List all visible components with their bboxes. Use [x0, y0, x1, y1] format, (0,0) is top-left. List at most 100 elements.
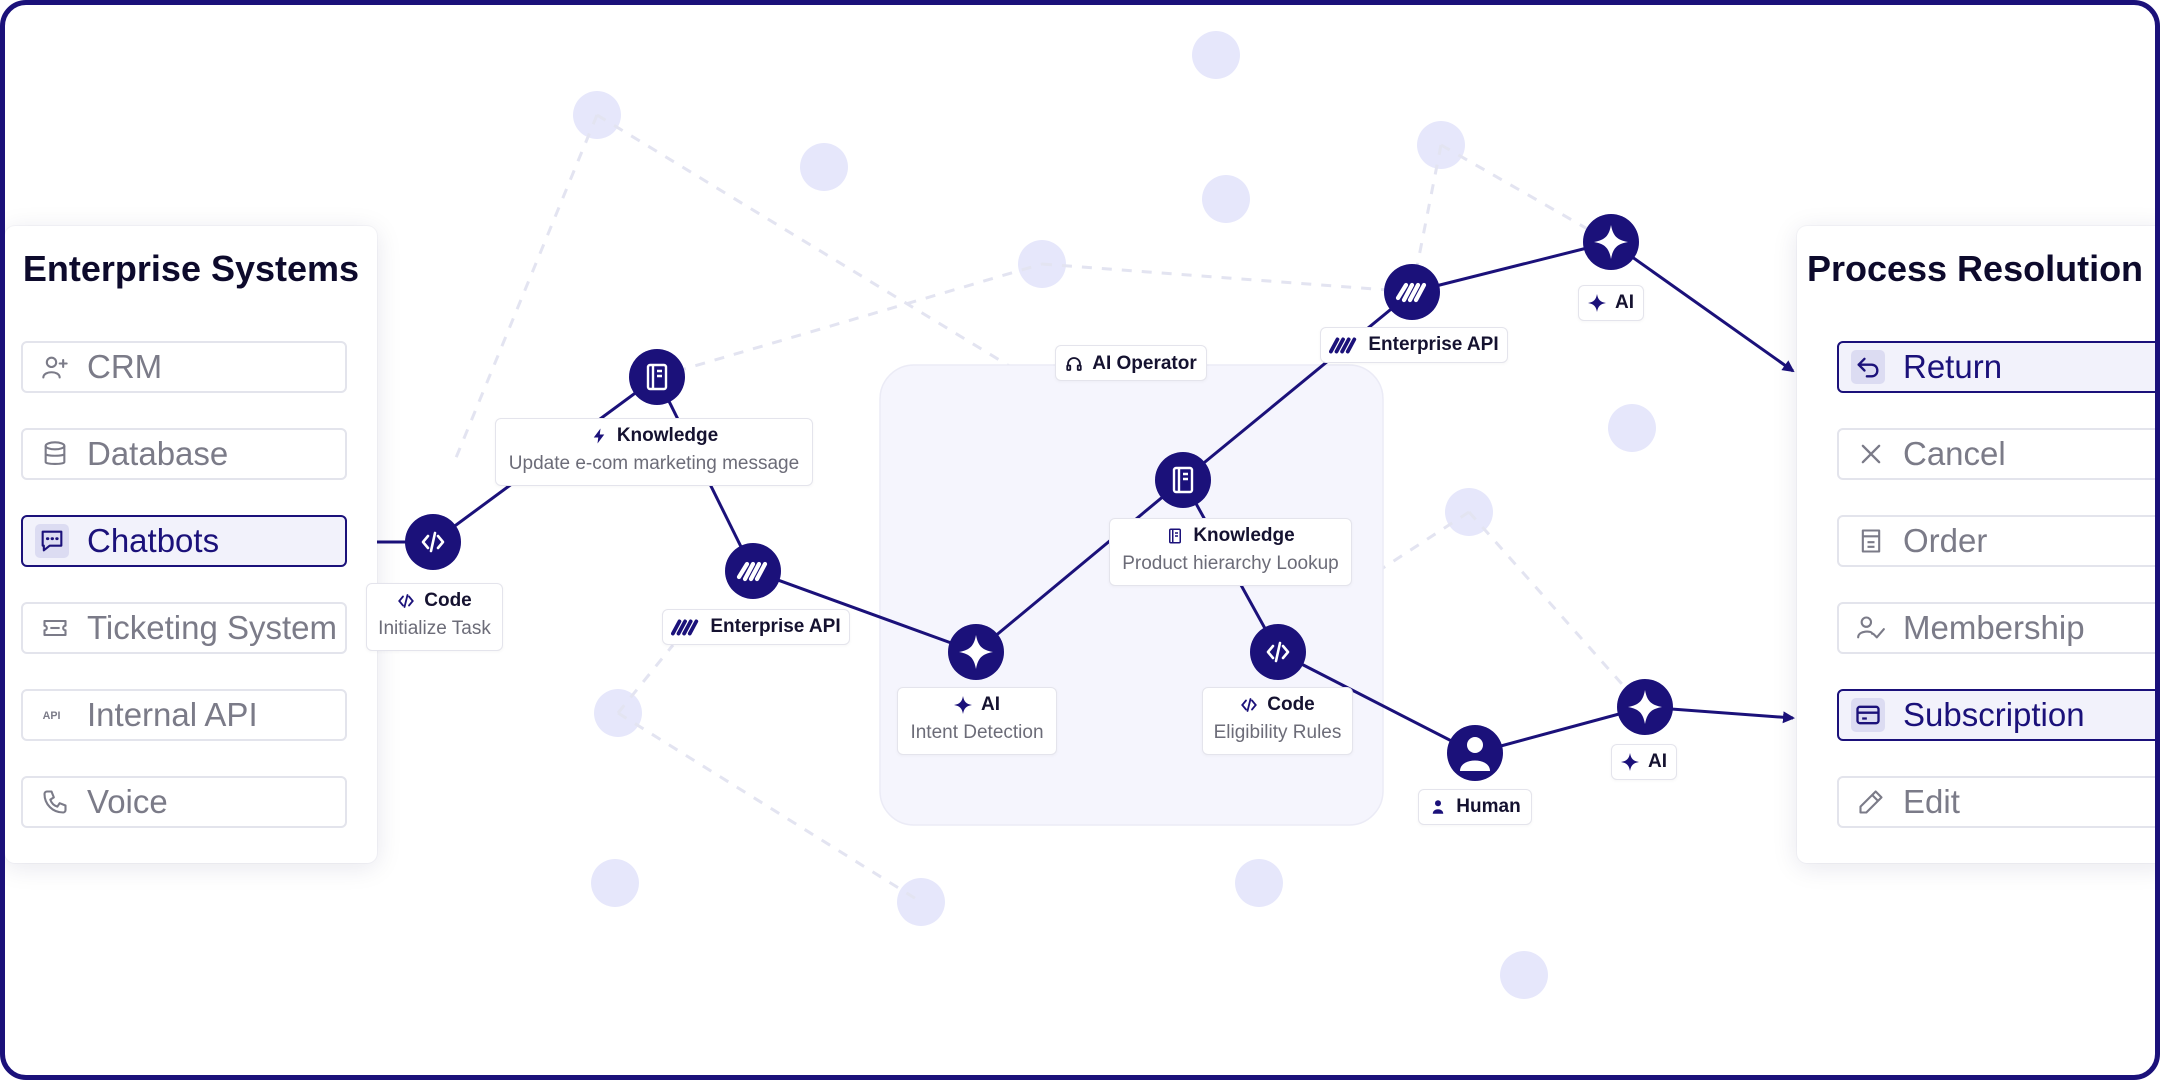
system-item-ticketing-system[interactable]: Ticketing System [21, 602, 347, 654]
system-item-internal-api[interactable]: API Internal API [21, 689, 347, 741]
node-title: Code [1267, 694, 1315, 715]
ai-intent-label: AI Intent Detection [897, 687, 1057, 755]
node-subtitle: Initialize Task [378, 618, 491, 639]
dashed-link [1467, 511, 1647, 711]
flow-edge [1411, 240, 1612, 294]
node-subtitle: Update e-com marketing message [508, 453, 800, 474]
resolution-item-label: Order [1903, 522, 1988, 559]
resolution-item-subscription[interactable]: Subscription [1837, 689, 2155, 741]
flow-edge [1474, 705, 1646, 755]
system-item-label: Database [87, 435, 229, 472]
node-subtitle: Product hierarchy Lookup [1122, 553, 1339, 574]
code-node-icon[interactable] [1250, 624, 1306, 680]
knowledge-update-label: Knowledge Update e-com marketing message [495, 418, 813, 486]
bubble [1235, 859, 1283, 907]
chat-icon [35, 524, 69, 558]
sparkle-icon [954, 696, 972, 714]
resolution-item-label: Cancel [1903, 435, 2006, 472]
resolution-item-label: Return [1903, 348, 2003, 385]
flow-edge [1277, 650, 1476, 755]
human-node-icon[interactable] [1447, 725, 1503, 781]
panel-title: Enterprise Systems [22, 248, 360, 289]
system-item-crm[interactable]: CRM [21, 341, 347, 393]
enterprise-api-node-icon[interactable] [1384, 264, 1440, 320]
ai-node-icon[interactable] [948, 624, 1004, 680]
ai-label: AI [1611, 744, 1677, 780]
enterprise-api-node-icon[interactable] [725, 543, 781, 599]
dashed-link [616, 644, 675, 714]
ai-operator-text: AI Operator [1092, 353, 1197, 374]
knowledge-node-icon[interactable] [629, 349, 685, 405]
flow-nodes [405, 214, 1673, 781]
node-title: Enterprise API [710, 616, 841, 637]
flow-edge [1182, 290, 1413, 482]
headset-icon [1066, 357, 1082, 371]
bubble [1202, 175, 1250, 223]
code-icon [398, 594, 415, 608]
code-icon [1241, 698, 1258, 712]
dashed-link [656, 262, 1043, 379]
resolution-item-edit[interactable]: Edit [1837, 776, 2155, 828]
code-initialize-label: Code Initialize Task [366, 583, 503, 651]
system-item-label: Chatbots [87, 522, 220, 559]
ai-node-icon[interactable] [1583, 214, 1639, 270]
dashed-link [617, 711, 922, 904]
enterprise-api-label: Enterprise API [1320, 327, 1508, 363]
dashed-link [1041, 262, 1416, 294]
user-plus-icon [35, 353, 75, 381]
ai-operator-zone [879, 364, 1384, 826]
system-item-voice[interactable]: Voice [21, 776, 347, 828]
resolution-item-return[interactable]: Return [1837, 341, 2155, 393]
credit-card-icon [1851, 698, 1885, 732]
bubble [1500, 951, 1548, 999]
bubble [1192, 31, 1240, 79]
system-item-label: Ticketing System [87, 609, 338, 646]
resolution-item-label: Edit [1903, 783, 1960, 820]
node-subtitle: Eligibility Rules [1213, 722, 1342, 743]
dashed-link [596, 113, 1186, 475]
sparkle-icon [1621, 753, 1639, 771]
system-item-label: Voice [87, 783, 168, 820]
dashed-link [451, 114, 599, 466]
human-label: Human [1418, 789, 1532, 825]
api-logo-icon [671, 619, 699, 636]
resolution-item-membership[interactable]: Membership [1837, 602, 2155, 654]
code-node-icon[interactable] [405, 514, 461, 570]
ai-operator-label: AI Operator [1055, 345, 1207, 381]
node-title: Human [1456, 796, 1521, 817]
enterprise-api-label: Enterprise API [662, 609, 850, 645]
ai-label: AI [1578, 285, 1644, 321]
node-title: Enterprise API [1368, 334, 1499, 355]
node-subtitle: Intent Detection [910, 722, 1044, 743]
bolt-icon [593, 428, 605, 444]
node-title: AI [1615, 292, 1634, 313]
phone-icon [35, 788, 75, 816]
bubble [897, 878, 945, 926]
flow-edge-to-return [1610, 240, 1795, 373]
code-eligibility-label: Code Eligibility Rules [1202, 687, 1353, 755]
ai-node-icon[interactable] [1617, 679, 1673, 735]
close-icon [1851, 440, 1891, 468]
api-icon: API [35, 701, 75, 729]
api-logo-icon [1329, 337, 1357, 354]
sparkle-icon [1588, 294, 1606, 312]
flow-edge [975, 478, 1184, 654]
pencil-icon [1851, 788, 1891, 816]
person-icon [1433, 800, 1444, 814]
system-item-label: CRM [87, 348, 163, 385]
resolution-item-label: Membership [1903, 609, 2085, 646]
dashed-link [1411, 144, 1443, 288]
node-title: AI [1648, 751, 1667, 772]
node-title: Knowledge [616, 425, 719, 446]
system-item-chatbots[interactable]: Chatbots [21, 515, 347, 567]
ticket-icon [35, 614, 75, 642]
knowledge-node-icon[interactable] [1155, 452, 1211, 508]
resolution-item-label: Subscription [1903, 696, 2085, 733]
system-item-database[interactable]: Database [21, 428, 347, 480]
knowledge-lookup-label: Knowledge Product hierarchy Lookup [1109, 518, 1352, 586]
resolution-item-order[interactable]: Order [1837, 515, 2155, 567]
notebook-icon [1169, 528, 1182, 544]
panel-title: Process Resolution [1806, 248, 2144, 289]
resolution-item-cancel[interactable]: Cancel [1837, 428, 2155, 480]
